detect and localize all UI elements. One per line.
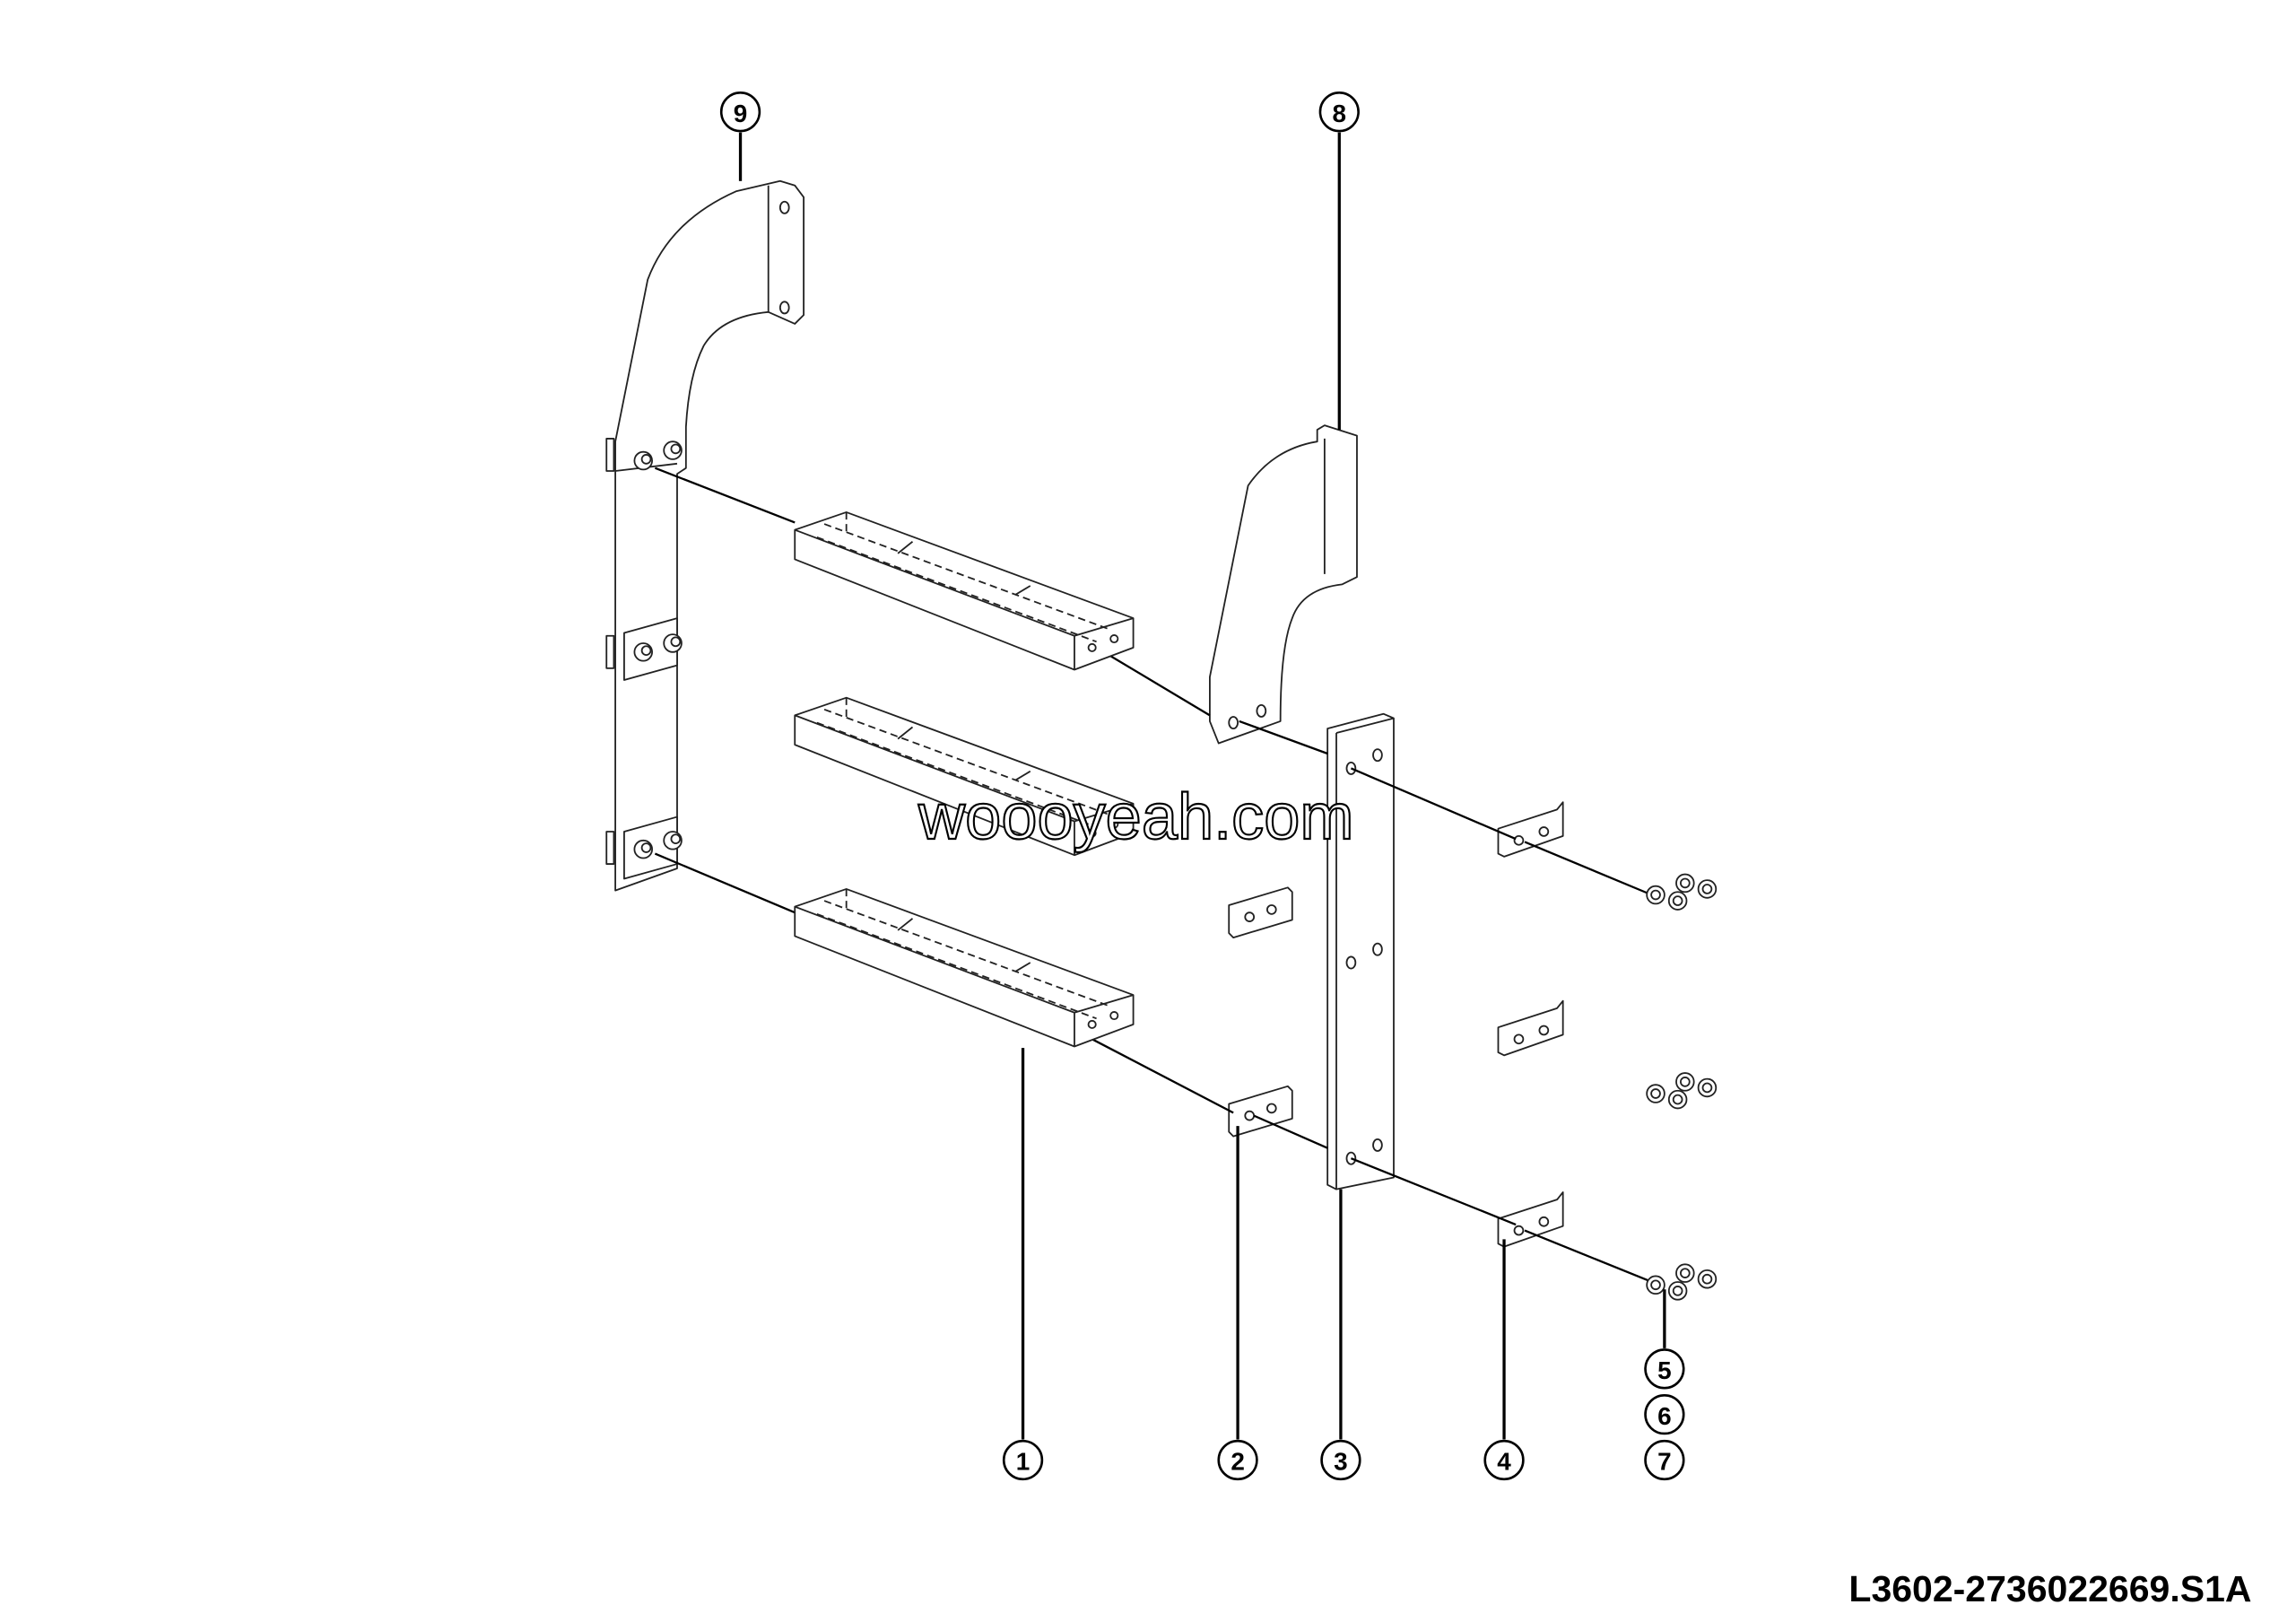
- bolt-icon: [1646, 1084, 1665, 1103]
- bolt-icon: [1646, 1275, 1665, 1295]
- bolt-icon: [1667, 1089, 1688, 1110]
- callout-label: 7: [1657, 1448, 1672, 1476]
- watermark: woooyeah.com: [918, 781, 1353, 853]
- callout-label: 9: [734, 100, 748, 127]
- nut-icon: [633, 642, 654, 662]
- callout-3: 3: [1320, 1189, 1361, 1481]
- right-bracket: [1209, 424, 1358, 745]
- callout-circle: [1318, 92, 1360, 133]
- nut-icon: [633, 839, 654, 859]
- callout-label: 8: [1333, 100, 1347, 127]
- callout-label: 2: [1231, 1448, 1245, 1476]
- callout-5: 5: [1644, 1289, 1685, 1390]
- nut-icon: [663, 440, 683, 460]
- callout-circle: [1644, 1348, 1685, 1390]
- callout-label: 4: [1497, 1448, 1511, 1476]
- nut-icon: [663, 633, 683, 653]
- step-grating: [794, 888, 1135, 1048]
- callout-circle: [1644, 1439, 1685, 1481]
- bolt-icon: [1675, 1263, 1695, 1283]
- callout-circle: [1320, 1439, 1361, 1481]
- callout-1: 1: [1002, 1048, 1044, 1481]
- callout-8: 8: [1318, 92, 1360, 431]
- callout-circle: [1644, 1394, 1685, 1435]
- callout-7: 7: [1644, 1439, 1685, 1481]
- callout-4: 4: [1483, 1239, 1525, 1481]
- angle-plate: [1497, 801, 1564, 1248]
- callout-2: 2: [1217, 1126, 1258, 1481]
- assembly-lines: [654, 467, 1649, 1282]
- callout-circle: [719, 92, 761, 133]
- bolt-icon: [1697, 1269, 1718, 1289]
- nut-icon: [633, 450, 654, 471]
- bolt-icon: [1667, 891, 1688, 911]
- callout-label: 6: [1657, 1402, 1672, 1430]
- bolt-icon: [1697, 1077, 1718, 1098]
- bolt-icon: [1675, 873, 1695, 894]
- bolt-icon: [1646, 885, 1665, 905]
- drawing-number: L3602-2736022669.S1A: [1848, 1568, 2251, 1609]
- callout-circle: [1483, 1439, 1525, 1481]
- step-grating: [794, 511, 1135, 671]
- callout-6: 6: [1644, 1394, 1685, 1435]
- left-bracket: [605, 179, 804, 892]
- small-plate: [1228, 886, 1293, 1138]
- bolt-icon: [1697, 879, 1718, 899]
- nut-icon: [663, 831, 683, 850]
- callout-9: 9: [719, 92, 761, 181]
- callout-label: 1: [1016, 1448, 1031, 1476]
- callout-circle: [1002, 1439, 1044, 1481]
- callout-label: 3: [1334, 1448, 1348, 1476]
- vertical-bar: [1326, 712, 1395, 1190]
- bolt-icon: [1675, 1072, 1695, 1092]
- callout-circle: [1217, 1439, 1258, 1481]
- bolt-icon: [1667, 1281, 1688, 1301]
- step-grating: [794, 696, 1135, 857]
- callout-label: 5: [1657, 1356, 1672, 1384]
